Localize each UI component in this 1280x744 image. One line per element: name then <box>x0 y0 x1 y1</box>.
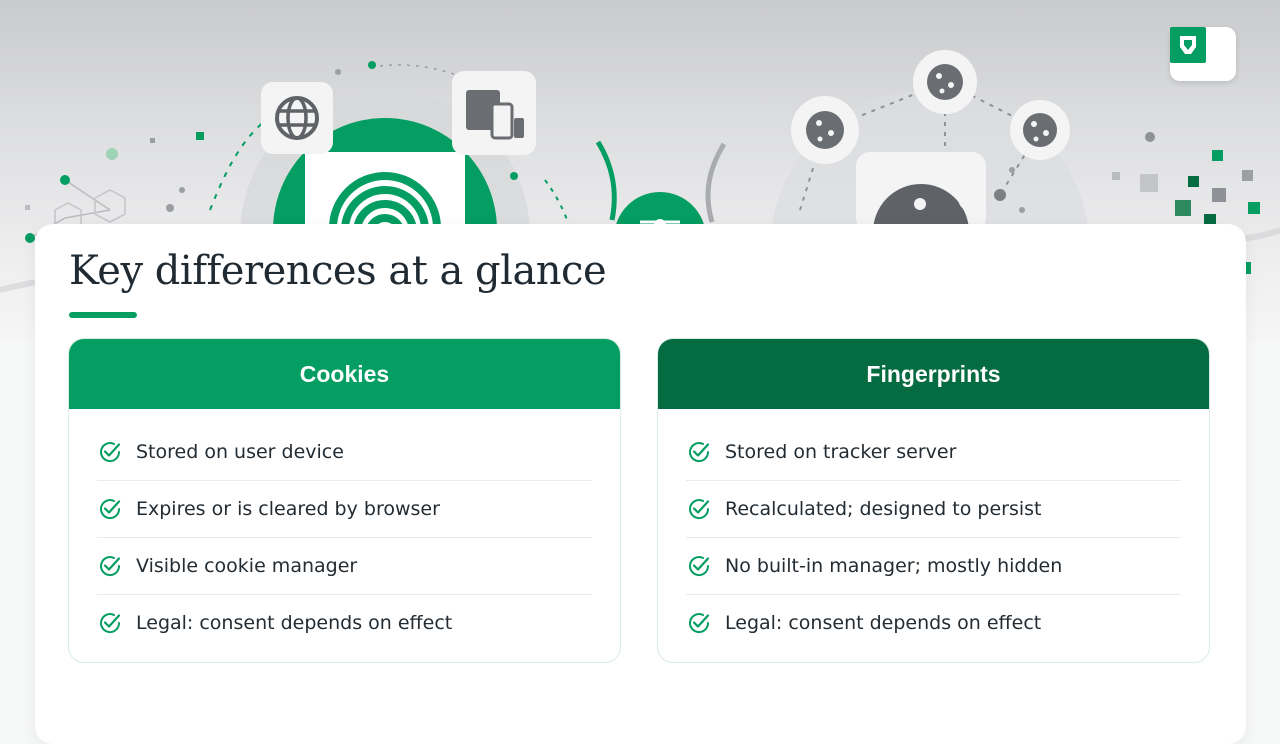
list-item: Legal: consent depends on effect <box>97 595 592 651</box>
cookies-header: Cookies <box>69 339 620 409</box>
network-left <box>25 61 501 243</box>
list-item: No built-in manager; mostly hidden <box>686 538 1181 595</box>
check-icon <box>689 442 710 463</box>
item-text: Recalculated; designed to persist <box>725 498 1042 520</box>
devices-icon <box>452 71 536 155</box>
item-text: Stored on user device <box>136 441 344 463</box>
item-text: Stored on tracker server <box>725 441 957 463</box>
item-text: No built-in manager; mostly hidden <box>725 555 1063 577</box>
fingerprints-list: Stored on tracker server Recalculated; d… <box>658 409 1209 651</box>
title-underline <box>69 312 137 318</box>
list-item: Stored on tracker server <box>686 424 1181 481</box>
cookies-list: Stored on user device Expires or is clea… <box>69 409 620 651</box>
cookies-panel: Cookies Stored on user device Expires or… <box>68 338 621 663</box>
cookie-icon <box>913 50 977 114</box>
item-text: Visible cookie manager <box>136 555 358 577</box>
item-text: Expires or is cleared by browser <box>136 498 440 520</box>
check-icon <box>689 613 710 634</box>
content-card: Key differences at a glance Cookies Stor… <box>35 224 1246 744</box>
globe-icon <box>261 82 333 154</box>
cookie-icon <box>1010 100 1070 160</box>
check-icon <box>689 556 710 577</box>
fingerprints-panel: Fingerprints Stored on tracker server Re… <box>657 338 1210 663</box>
check-icon <box>689 499 710 520</box>
check-icon <box>100 442 121 463</box>
check-icon <box>100 613 121 634</box>
check-icon <box>100 556 121 577</box>
list-item: Visible cookie manager <box>97 538 592 595</box>
fingerprints-header: Fingerprints <box>658 339 1209 409</box>
logo-badge <box>1170 27 1236 81</box>
list-item: Legal: consent depends on effect <box>686 595 1181 651</box>
list-item: Expires or is cleared by browser <box>97 481 592 538</box>
pixel-cluster <box>1112 132 1260 274</box>
logo-icon <box>1170 27 1206 63</box>
item-text: Legal: consent depends on effect <box>136 612 453 634</box>
cookie-icon <box>791 96 859 164</box>
page-title: Key differences at a glance <box>69 248 607 294</box>
item-text: Legal: consent depends on effect <box>725 612 1042 634</box>
list-item: Stored on user device <box>97 424 592 481</box>
list-item: Recalculated; designed to persist <box>686 481 1181 538</box>
check-icon <box>100 499 121 520</box>
